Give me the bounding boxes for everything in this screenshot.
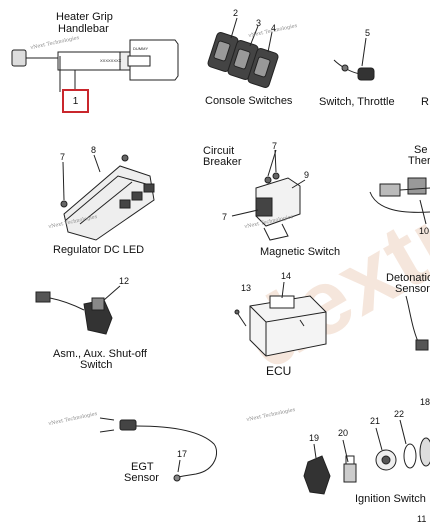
callout-17: 17 (177, 449, 188, 459)
label-detonation: Detonatio (386, 272, 430, 284)
label-detonation-sensor: Sensor (395, 283, 430, 295)
heater-tag-a: DUMMY (133, 46, 148, 51)
label-heater-grip: Heater Grip (56, 11, 113, 23)
callout-18: 18 (420, 397, 430, 407)
heater-tag-b: XXXXXXXX (100, 58, 122, 63)
highlighted-callout-1[interactable]: 1 (62, 89, 89, 113)
callout-8: 8 (91, 145, 97, 155)
regulator-drawing (60, 154, 155, 241)
callout-4: 4 (271, 23, 277, 33)
label-egt: EGT (131, 461, 154, 473)
label-breaker: Breaker (203, 156, 242, 168)
callout-13: 13 (241, 283, 252, 293)
egt-sensor-drawing (99, 417, 218, 482)
ecu-drawing (234, 281, 327, 357)
label-sensor-cut: Se (414, 144, 428, 156)
detonation-sensor-drawing (405, 295, 429, 351)
callout-5: 5 (365, 28, 371, 38)
callout-9: 9 (304, 170, 310, 180)
callout-21: 21 (370, 416, 381, 426)
label-ecu: ECU (266, 364, 292, 378)
label-console-switches: Console Switches (205, 95, 293, 107)
callout-14: 14 (281, 271, 292, 281)
page-number: 11 (417, 514, 427, 524)
callout-12: 12 (119, 276, 130, 286)
label-cut-r: R (421, 96, 429, 108)
label-ignition-switch: Ignition Switch (355, 493, 426, 505)
callout-22: 22 (394, 409, 405, 419)
label-thermo-cut: Ther (408, 155, 430, 167)
ignition-switch-drawing (303, 419, 430, 495)
aux-shutoff-drawing (35, 285, 121, 335)
label-handlebar: Handlebar (58, 23, 109, 35)
label-magnetic-switch: Magnetic Switch (260, 246, 341, 258)
label-aux-shutoff-switch: Switch (80, 359, 113, 371)
callout-7-breaker: 7 (272, 141, 278, 151)
throttle-switch-drawing (333, 37, 375, 81)
callout-3: 3 (256, 18, 262, 28)
magnetic-switch-drawing (231, 149, 306, 241)
callout-10: 10 (419, 226, 430, 236)
label-circuit: Circuit (203, 145, 235, 157)
label-switch-throttle: Switch, Throttle (319, 96, 395, 108)
label-regulator-dc-led: Regulator DC LED (53, 244, 145, 256)
callout-20: 20 (338, 428, 349, 438)
callout-7-regulator: 7 (60, 152, 66, 162)
callout-1: 1 (72, 96, 79, 107)
callout-2: 2 (233, 8, 239, 18)
thermo-sensor-drawing (369, 177, 430, 225)
heater-grip-drawing (11, 39, 179, 92)
label-egt-sensor: Sensor (124, 472, 159, 484)
callout-7-magnetic: 7 (222, 212, 228, 222)
label-aux-shutoff: Asm., Aux. Shut-off (53, 348, 147, 360)
callout-19: 19 (309, 433, 320, 443)
console-switches-drawing (207, 17, 279, 88)
